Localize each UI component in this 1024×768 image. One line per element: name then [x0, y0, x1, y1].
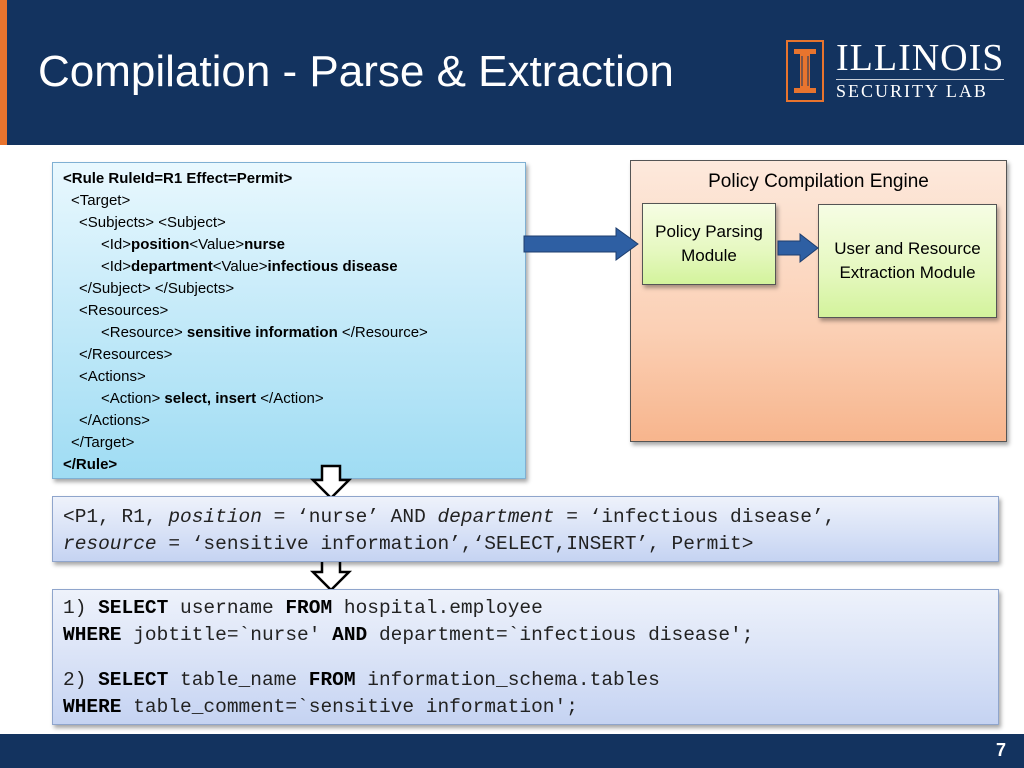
rule-xml-token: </Subject> </Subjects> — [79, 280, 235, 297]
rule-xml-token: <Actions> — [79, 368, 146, 385]
sql-keyword: WHERE — [63, 624, 122, 646]
tuple-token: resource — [63, 533, 157, 555]
slide-footer: 7 — [0, 734, 1024, 768]
rule-xml-token: <Value> — [189, 236, 245, 253]
rule-xml-token: </Actions> — [79, 412, 150, 429]
engine-title: Policy Compilation Engine — [708, 171, 929, 192]
down-arrow-icon — [309, 464, 353, 500]
rule-xml-token: <Resources> — [79, 302, 169, 319]
logo-subtitle: SECURITY LAB — [836, 81, 988, 101]
sql-query-line: WHERE jobtitle=`nurse' AND department=`i… — [63, 622, 753, 649]
tuple-token: = ‘infectious disease’, — [554, 506, 836, 528]
rule-xml-token: <Action> — [101, 390, 165, 407]
sql-query-line: 1) SELECT username FROM hospital.employe… — [63, 595, 543, 622]
tuple-token: department — [437, 506, 555, 528]
rule-xml-line: </Resources> — [79, 344, 172, 366]
rule-xml-token: <Value> — [212, 258, 268, 275]
sql-keyword: SELECT — [98, 669, 169, 691]
rule-xml-token: infectious disease — [267, 258, 398, 275]
rule-xml-token: </Resources> — [79, 346, 173, 363]
sql-token: table_name — [168, 669, 309, 691]
policy-parsing-module-label: Policy Parsing Module — [655, 222, 763, 265]
rule-xml-line: </Actions> — [79, 410, 150, 432]
illinois-security-lab-logo: ILLINOIS SECURITY LAB — [786, 37, 1006, 102]
sql-keyword: FROM — [285, 597, 333, 619]
illinois-i-mark-icon — [786, 40, 824, 102]
tuple-token: = ‘sensitive information’,‘SELECT,INSERT… — [156, 533, 754, 555]
rule-xml-token: <Resource> — [101, 324, 187, 341]
policy-tuple-box: <P1, R1, position = ‘nurse’ AND departme… — [52, 496, 999, 562]
rule-xml-token: <Rule RuleId=R1 Effect=Permit> — [63, 170, 293, 187]
sql-token: username — [168, 597, 286, 619]
header-accent-bar — [0, 0, 7, 145]
rule-xml-line: </Subject> </Subjects> — [79, 278, 234, 300]
extraction-module: User and Resource Extraction Module — [818, 204, 997, 318]
logo-name: ILLINOIS — [836, 37, 1005, 79]
rule-xml-token: <Id> — [101, 258, 132, 275]
parser-to-extraction-arrow-icon — [777, 232, 819, 264]
sql-token: 2) — [63, 669, 99, 691]
rule-xml-token: </Resource> — [337, 324, 428, 341]
rule-xml-line: <Rule RuleId=R1 Effect=Permit> — [63, 168, 292, 190]
tuple-line: resource = ‘sensitive information’,‘SELE… — [63, 531, 753, 558]
sql-token: jobtitle=`nurse' — [121, 624, 333, 646]
tuple-line: <P1, R1, position = ‘nurse’ AND departme… — [63, 504, 835, 531]
xacml-rule-box: <Rule RuleId=R1 Effect=Permit> <Target> <S… — [52, 162, 526, 479]
extraction-module-label: User and Resource Extraction Module — [834, 239, 981, 282]
rule-xml-line: <Id>department<Value>infectious disease — [101, 256, 398, 278]
sql-keyword: SELECT — [98, 597, 169, 619]
rule-xml-token: <Id> — [101, 236, 132, 253]
rule-xml-line: <Actions> — [79, 366, 146, 388]
sql-token: information_schema.tables — [355, 669, 660, 691]
rule-xml-token: nurse — [244, 236, 285, 253]
rule-xml-token: </Target> — [71, 434, 135, 451]
sql-queries-box: 1) SELECT username FROM hospital.employe… — [52, 589, 999, 725]
sql-keyword: FROM — [308, 669, 356, 691]
rule-xml-token: <Target> — [71, 192, 131, 209]
rule-xml-line: <Action> select, insert </Action> — [101, 388, 324, 410]
rule-xml-token: </Action> — [256, 390, 324, 407]
sql-token: hospital.employee — [332, 597, 543, 619]
sql-query-line: 2) SELECT table_name FROM information_sc… — [63, 667, 660, 694]
slide-title: Compilation - Parse & Extraction — [38, 47, 674, 96]
sql-keyword: WHERE — [63, 696, 122, 718]
slide-header: Compilation - Parse & Extraction ILLINOI… — [0, 0, 1024, 145]
tuple-token: = ‘nurse’ AND — [261, 506, 438, 528]
rule-xml-line: <Subjects> <Subject> — [79, 212, 226, 234]
rule-xml-token: select, insert — [164, 390, 257, 407]
rule-xml-token: position — [131, 236, 190, 253]
rule-to-parser-arrow-icon — [523, 227, 639, 261]
rule-xml-line: <Target> — [71, 190, 130, 212]
page-number: 7 — [995, 740, 1006, 760]
sql-query-line: WHERE table_comment=`sensitive informati… — [63, 694, 578, 721]
rule-xml-token: department — [131, 258, 213, 275]
sql-keyword: AND — [332, 624, 368, 646]
sql-token: 1) — [63, 597, 99, 619]
sql-token: department=`infectious disease'; — [367, 624, 754, 646]
rule-xml-line: <Resources> — [79, 300, 168, 322]
rule-xml-line: </Target> — [71, 432, 134, 454]
tuple-token: position — [168, 506, 262, 528]
logo-divider — [836, 79, 1004, 80]
rule-xml-token: <Subjects> <Subject> — [79, 214, 226, 231]
sql-token: table_comment=`sensitive information'; — [121, 696, 578, 718]
rule-xml-line: <Id>position<Value>nurse — [101, 234, 285, 256]
rule-xml-line: </Rule> — [63, 454, 117, 476]
rule-xml-token: sensitive information — [186, 324, 338, 341]
rule-xml-token: </Rule> — [63, 456, 118, 473]
policy-parsing-module: Policy Parsing Module — [642, 203, 776, 285]
tuple-token: <P1, R1, — [63, 506, 169, 528]
rule-xml-line: <Resource> sensitive information </Resou… — [101, 322, 428, 344]
